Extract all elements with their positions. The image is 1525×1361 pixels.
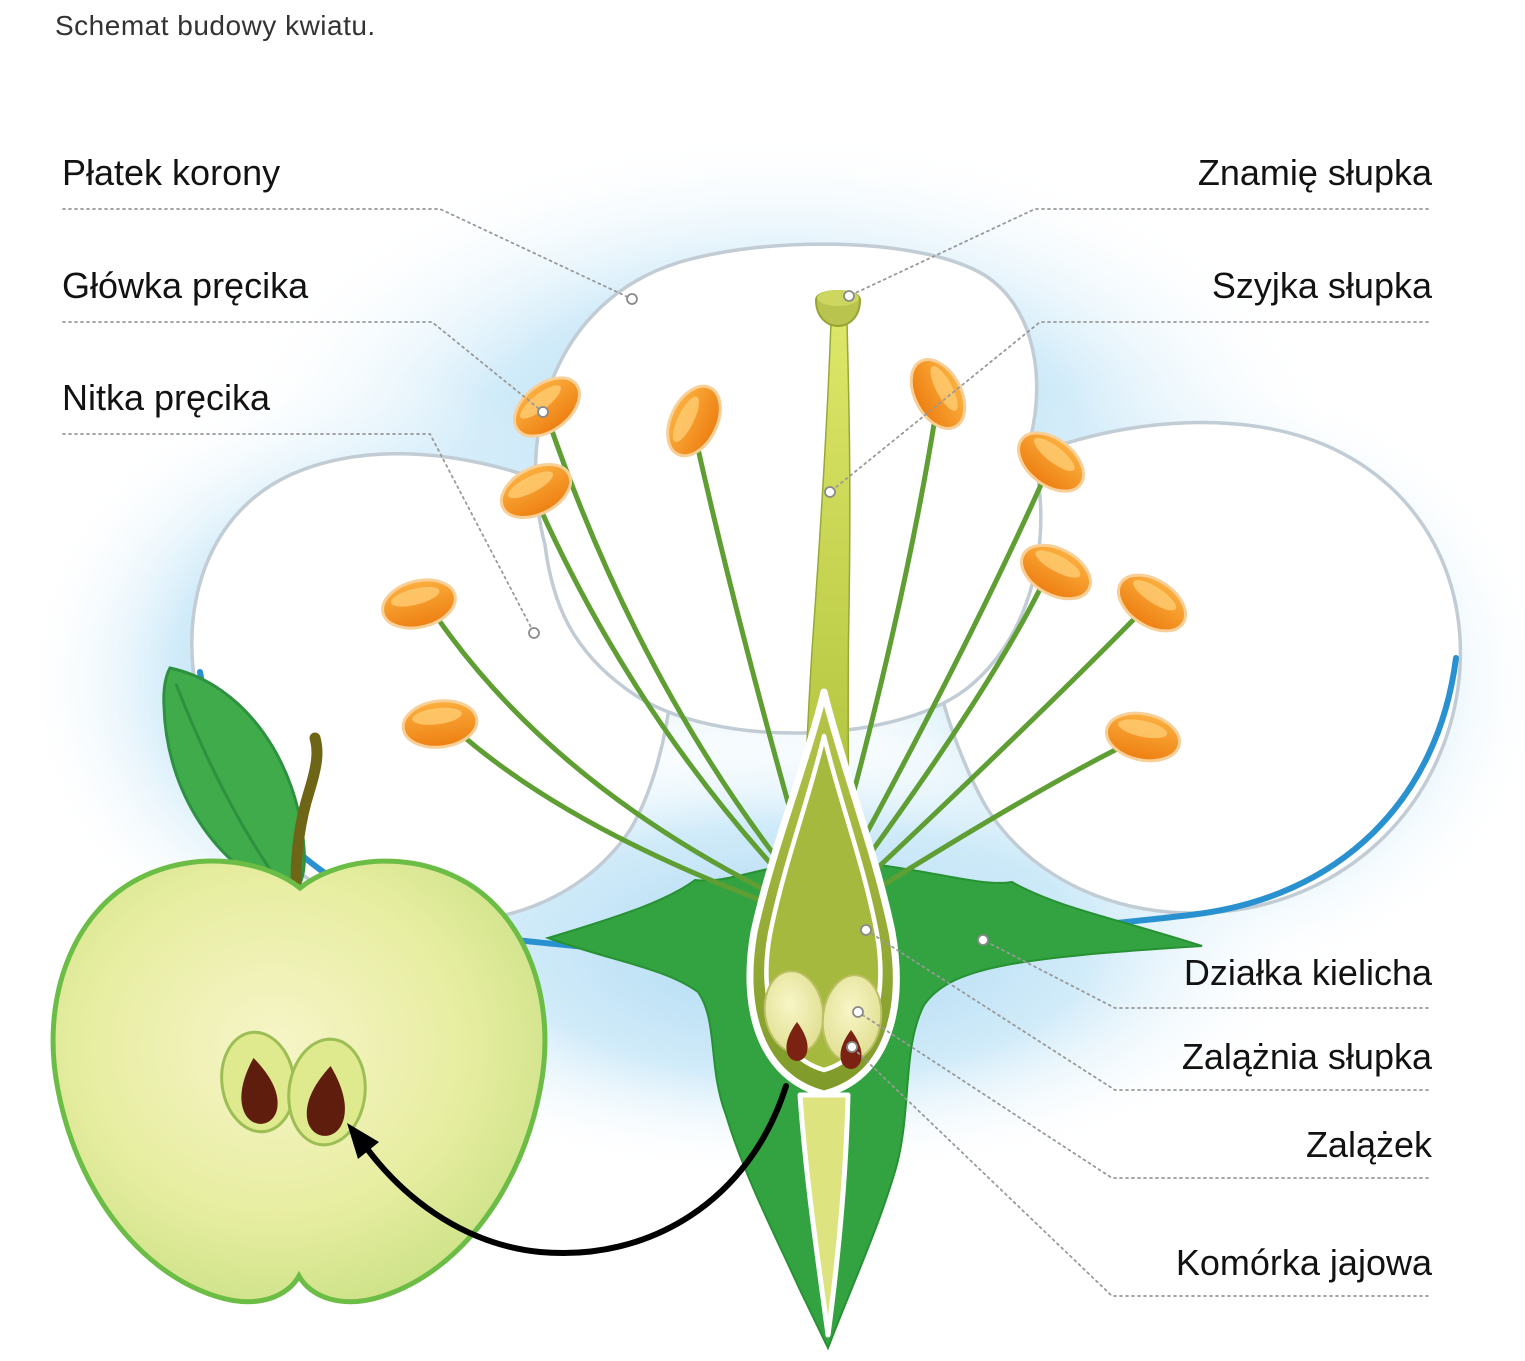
marker-znamie-slupka <box>843 290 855 302</box>
receptacle-stalk <box>797 1092 851 1338</box>
petal-center <box>533 242 1043 735</box>
marker-dzialka-kielicha <box>977 934 989 946</box>
leader-lines <box>62 208 1429 1297</box>
label-komorka-jajowa: Komórka jajowa <box>1175 1242 1432 1283</box>
leader-znamie-slupka <box>848 208 1429 297</box>
anther <box>381 578 457 630</box>
anther <box>401 699 479 749</box>
sepals <box>544 858 1203 1351</box>
anther <box>1104 711 1182 763</box>
anther <box>1020 543 1092 601</box>
leader-platek-korony <box>62 208 633 300</box>
petal-right <box>923 420 1463 915</box>
apple-leaf-vein <box>174 683 285 889</box>
label-zalazek: Zalążek <box>1305 1124 1432 1165</box>
marker-zalazek <box>852 1006 864 1018</box>
diagram-title: Schemat budowy kwiatu. <box>55 10 376 41</box>
marker-zalaznia-slupka <box>860 924 872 936</box>
marker-nitka-precika <box>528 627 540 639</box>
marker-glowka-precika <box>537 406 549 418</box>
label-glowka-precika: Główka pręcika <box>62 265 309 306</box>
label-dzialka-kielicha: Działka kielicha <box>1183 952 1432 993</box>
anther <box>666 384 722 458</box>
marker-szyjka-slupka <box>824 486 836 498</box>
anther <box>1117 573 1187 633</box>
anther <box>909 358 967 430</box>
label-znamie-slupka: Znamię słupka <box>1197 152 1432 193</box>
leader-dzialka-kielicha <box>982 939 1429 1009</box>
egg-cell <box>786 1022 808 1061</box>
label-zalaznia-slupka: Zalążnia słupka <box>1181 1036 1432 1077</box>
anther <box>513 376 581 438</box>
anther <box>1017 431 1085 493</box>
apple-leaf <box>162 666 306 897</box>
leader-markers <box>528 290 989 1053</box>
label-platek-korony: Płatek korony <box>62 152 281 193</box>
label-nitka-precika: Nitka pręcika <box>62 377 271 418</box>
marker-platek-korony <box>626 293 638 305</box>
apple-seed <box>241 1058 278 1124</box>
anthers <box>381 358 1187 763</box>
ovary <box>746 688 900 1098</box>
ovary-to-seed-arrow <box>347 1083 789 1256</box>
apple <box>50 666 548 1305</box>
apple-stem <box>290 732 323 911</box>
arrowhead <box>347 1123 379 1159</box>
leader-zalaznia-slupka <box>865 929 1429 1091</box>
leader-zalazek <box>857 1011 1429 1179</box>
leader-glowka-precika <box>62 321 544 413</box>
leader-nitka-precika <box>62 433 535 634</box>
anther <box>499 463 573 519</box>
apple-seed <box>306 1065 345 1136</box>
marker-komorka-jajowa <box>846 1041 858 1053</box>
label-szyjka-slupka: Szyjka słupka <box>1211 265 1432 306</box>
